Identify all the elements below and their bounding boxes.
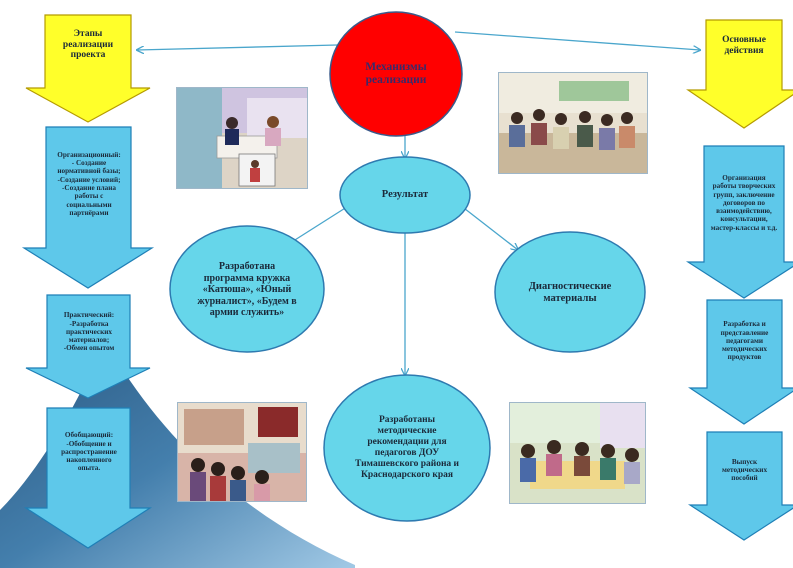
- connector-result-program: [287, 204, 351, 245]
- diagnostics-label: Диагностические материалы: [528, 280, 612, 304]
- recommendations-label: Разработаны методические рекомендации дл…: [354, 415, 460, 480]
- center-ellipse: [329, 11, 463, 137]
- photo-museum: [177, 402, 307, 502]
- photo-meeting-top: [498, 72, 648, 174]
- left-step-arrow-1: [21, 126, 155, 289]
- left-step-arrow-2: [25, 294, 151, 399]
- result-ellipse: [339, 156, 471, 234]
- left-step-3-label: Обобщающий: -Обобщение и распространение…: [61, 431, 117, 473]
- center-label: Механизмы реализации: [365, 60, 427, 86]
- left-header-label: Этапы реализации проекта: [62, 28, 114, 61]
- right-step-3-label: Выпуск методических пособий: [721, 457, 768, 483]
- right-step-1-label: Организация работы творческих групп, зак…: [710, 174, 778, 232]
- recommendations-ellipse: [323, 374, 491, 522]
- program-ellipse: [169, 225, 325, 353]
- left-step-arrow-3: [23, 407, 153, 549]
- photo-office: [176, 87, 308, 189]
- right-header-label: Основные действия: [722, 35, 766, 56]
- photo-meeting-bottom: [509, 402, 646, 504]
- result-label: Результат: [381, 188, 429, 200]
- left-step-1-label: Организационный: - Создание нормативной …: [57, 150, 121, 217]
- connector-result-diagnostics: [459, 204, 518, 250]
- right-step-arrow-1: [685, 145, 793, 299]
- left-header-arrow: [25, 14, 151, 123]
- right-step-arrow-3: [687, 431, 793, 541]
- left-step-2-label: Практический: -Разработка практических м…: [63, 311, 115, 353]
- right-step-arrow-2: [688, 299, 793, 425]
- program-label: Разработана программа кружка «Катюша», «…: [197, 261, 297, 319]
- diagnostics-ellipse: [494, 231, 646, 353]
- connector-center-right: [454, 31, 700, 50]
- connector-center-left: [137, 44, 338, 50]
- right-header-arrow: [686, 19, 793, 129]
- right-step-2-label: Разработка и представление педагогами ме…: [720, 320, 769, 362]
